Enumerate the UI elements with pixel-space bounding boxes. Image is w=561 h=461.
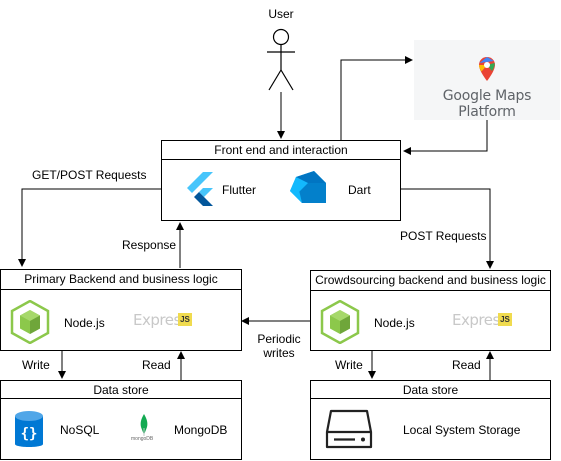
crowd-express-logo: Express bbox=[452, 311, 508, 329]
frontend-header: Front end and interaction bbox=[161, 140, 401, 160]
maps-pin-icon bbox=[479, 57, 495, 81]
edge-label-read-right: Read bbox=[452, 358, 481, 372]
flutter-label: Flutter bbox=[222, 183, 257, 197]
edge-label-get-post: GET/POST Requests bbox=[32, 168, 147, 182]
data-store-right-header: Data store bbox=[310, 380, 551, 399]
mongodb-label: MongoDB bbox=[174, 423, 228, 437]
primary-nodejs-label: Node.js bbox=[64, 316, 105, 330]
dart-icon bbox=[290, 171, 326, 203]
crowd-js-badge: JS bbox=[498, 313, 512, 326]
data-store-left-header: Data store bbox=[0, 380, 242, 399]
local-storage-label: Local System Storage bbox=[403, 423, 521, 437]
crowd-backend-header: Crowdsourcing backend and business logic bbox=[310, 270, 551, 291]
nodejs-icon bbox=[10, 300, 50, 344]
edge-label-post: POST Requests bbox=[400, 229, 487, 243]
flutter-icon bbox=[187, 172, 213, 206]
svg-text:{}: {} bbox=[21, 426, 38, 442]
edge-label-periodic: Periodic bbox=[257, 332, 301, 346]
database-icon: {} bbox=[15, 411, 43, 447]
edge-frontend-to-crowd bbox=[401, 188, 494, 269]
primary-backend-header: Primary Backend and business logic bbox=[0, 269, 242, 290]
edge-maps-to-frontend bbox=[403, 120, 488, 155]
nodejs-icon bbox=[320, 300, 360, 344]
edge-label-write-left: Write bbox=[22, 358, 50, 372]
maps-label: Google Maps Platform bbox=[442, 88, 532, 120]
edge-label-writes: writes bbox=[263, 346, 295, 360]
edge-label-response: Response bbox=[122, 238, 177, 252]
google-maps-platform: Google Maps Platform bbox=[414, 40, 560, 120]
hard-drive-icon bbox=[325, 409, 373, 449]
edge-frontend-to-maps bbox=[340, 56, 413, 140]
nosql-label: NoSQL bbox=[60, 423, 100, 437]
edge-frontend-to-primary bbox=[18, 188, 161, 267]
dart-label: Dart bbox=[348, 183, 371, 197]
mongodb-icon bbox=[140, 414, 148, 436]
crowd-nodejs-label: Node.js bbox=[374, 316, 415, 330]
mongodb-logo-text: mongoDB bbox=[131, 436, 154, 442]
edge-label-read-left: Read bbox=[142, 358, 171, 372]
primary-js-badge: JS bbox=[178, 313, 192, 326]
edge-label-write-right: Write bbox=[335, 358, 363, 372]
primary-express-logo: Express bbox=[133, 311, 189, 329]
user-actor-icon bbox=[267, 28, 295, 91]
user-label: User bbox=[268, 7, 294, 21]
